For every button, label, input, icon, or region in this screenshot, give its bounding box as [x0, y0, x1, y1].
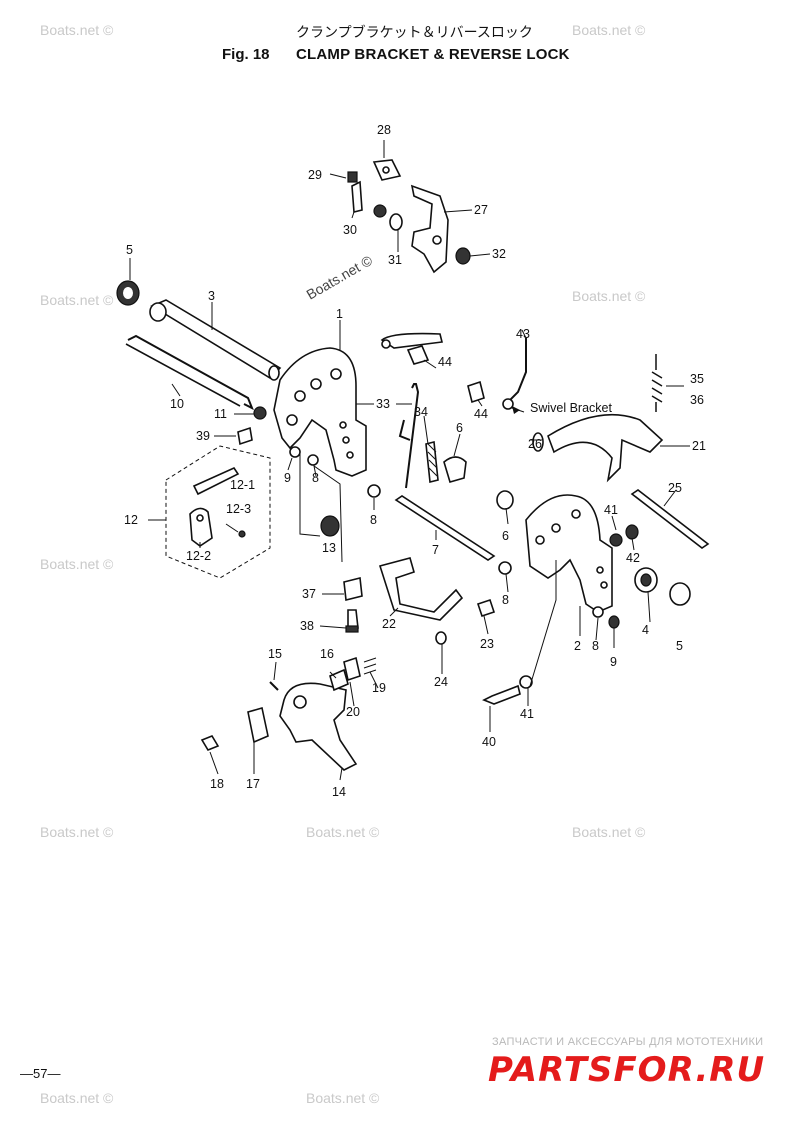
callout-12-2: 12-2 — [186, 549, 211, 563]
callout-9: 9 — [284, 471, 291, 485]
callout-1: 1 — [336, 307, 343, 321]
callout-14: 14 — [332, 785, 346, 799]
watermark: Boats.net © — [572, 288, 646, 304]
callout-21: 21 — [692, 439, 706, 453]
callout-29: 29 — [308, 168, 322, 182]
callout-4: 4 — [642, 623, 649, 637]
callout-32: 32 — [492, 247, 506, 261]
callout-3: 3 — [208, 289, 215, 303]
callout-35: 35 — [690, 372, 704, 386]
callout-24: 24 — [434, 675, 448, 689]
watermark: Boats.net © — [572, 824, 646, 840]
callout-36: 36 — [690, 393, 704, 407]
watermark: Boats.net © — [306, 824, 380, 840]
clamp-bracket-left — [273, 347, 367, 477]
right-nuts — [592, 524, 691, 629]
callout-30: 30 — [343, 223, 357, 237]
watermark: Boats.net © — [40, 1090, 114, 1106]
arrow-head — [512, 406, 520, 414]
callout-7: 7 — [432, 543, 439, 557]
callout-11: 11 — [214, 407, 227, 421]
watermark: Boats.net © — [40, 824, 114, 840]
callout-22: 22 — [382, 617, 396, 631]
callout-39: 39 — [196, 429, 210, 443]
reverse-lock-rods — [380, 332, 527, 489]
callout-40: 40 — [482, 735, 496, 749]
watermark: Boats.net © — [306, 1090, 380, 1106]
site-logo: PARTSFOR.RU — [488, 1050, 766, 1090]
lower-small-parts — [320, 515, 363, 633]
watermark: Boats.net © — [304, 252, 376, 303]
callout-44: 44 — [474, 407, 488, 421]
callout-34: 34 — [414, 405, 428, 419]
callout-23: 23 — [480, 637, 494, 651]
callout-28: 28 — [377, 123, 391, 137]
callout-41: 41 — [520, 707, 534, 721]
callout-42: 42 — [626, 551, 640, 565]
callout-17: 17 — [246, 777, 260, 791]
swivel-bracket-note: Swivel Bracket — [530, 401, 612, 415]
callout-18: 18 — [210, 777, 224, 791]
callout-16: 16 — [320, 647, 334, 661]
page-number: —57— — [20, 1066, 61, 1081]
callout-8: 8 — [592, 639, 599, 653]
clamp-bracket-right — [525, 494, 613, 613]
kit-12-box — [165, 445, 271, 579]
callout-27: 27 — [474, 203, 488, 217]
callout-41: 41 — [604, 503, 618, 517]
watermark: Boats.net © — [40, 292, 114, 308]
callout-20: 20 — [346, 705, 360, 719]
callout-5: 5 — [676, 639, 683, 653]
callout-33: 33 — [376, 397, 390, 411]
callout-31: 31 — [388, 253, 402, 267]
callout-43: 43 — [516, 327, 530, 341]
watermark: Boats.net © — [572, 22, 646, 38]
watermark: Boats.net © — [40, 22, 114, 38]
callout-12-3: 12-3 — [226, 502, 251, 516]
callout-12-1: 12-1 — [230, 478, 255, 492]
callout-5: 5 — [126, 243, 133, 257]
callout-19: 19 — [372, 681, 386, 695]
callout-15: 15 — [268, 647, 282, 661]
bottom-bolt — [482, 675, 533, 705]
callout-38: 38 — [300, 619, 314, 633]
callout-25: 25 — [668, 481, 682, 495]
title-japanese: クランプブラケット＆リバースロック — [296, 25, 533, 41]
diagram-title: CLAMP BRACKET & REVERSE LOCK — [296, 46, 570, 63]
tilt-shaft-group — [116, 280, 282, 446]
callout-8: 8 — [370, 513, 377, 527]
callout-6: 6 — [456, 421, 463, 435]
callout-37: 37 — [302, 587, 316, 601]
callout-13: 13 — [322, 541, 336, 555]
site-tagline: ЗАПЧАСТИ И АКСЕССУАРЫ ДЛЯ МОТОТЕХНИКИ — [492, 1036, 764, 1048]
callout-10: 10 — [170, 397, 184, 411]
reverse-lock-plate-group — [347, 159, 471, 274]
callout-9: 9 — [610, 655, 617, 669]
callout-44: 44 — [438, 355, 452, 369]
callout-26: 26 — [528, 437, 542, 451]
callout-8: 8 — [502, 593, 509, 607]
leader-lines — [129, 140, 690, 781]
callout-2: 2 — [574, 639, 581, 653]
reverse-lock-hook — [378, 557, 496, 645]
swivel-parts-right — [443, 354, 664, 483]
callout-8: 8 — [312, 471, 319, 485]
washers — [367, 484, 514, 575]
figure-number: Fig. 18 — [222, 46, 270, 63]
watermark: Boats.net © — [40, 556, 114, 572]
lower-bracket-assembly — [200, 656, 377, 771]
through-rods — [394, 489, 710, 561]
callout-12: 12 — [124, 513, 138, 527]
callout-labels: 28 29 30 31 27 32 5 3 1 10 11 39 9 8 12-… — [124, 123, 706, 799]
callout-6: 6 — [502, 529, 509, 543]
